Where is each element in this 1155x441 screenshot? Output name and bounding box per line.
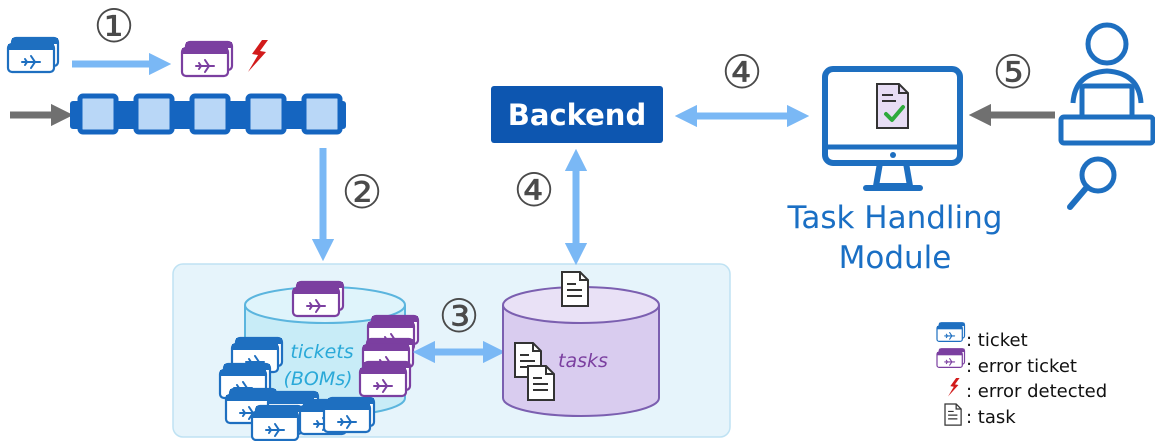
task-module-label-1: Task Handling — [787, 200, 1003, 236]
magnifier-icon — [1067, 156, 1117, 210]
legend-label-task: : task — [966, 407, 1016, 428]
legend-ticket-icon — [936, 322, 966, 343]
legend-task-icon — [944, 403, 962, 426]
legend-error-ticket-icon — [936, 348, 966, 369]
step-2-label: ② — [341, 165, 382, 219]
error-detected-icon — [248, 40, 268, 72]
backend-label: Backend — [508, 98, 646, 132]
step-4b-label: ④ — [513, 163, 554, 217]
monitor-icon — [822, 66, 963, 191]
step-5-label: ⑤ — [992, 45, 1033, 99]
tickets-db-label-1: tickets — [290, 341, 353, 363]
backend-box — [491, 86, 663, 143]
error-ticket — [180, 40, 234, 78]
tasks-db-label: tasks — [558, 350, 608, 372]
tickets-db-label-2: (BOMs) — [283, 368, 352, 390]
step-3-label: ③ — [438, 289, 479, 343]
legend-label-error-detected: : error detected — [966, 381, 1107, 402]
queue — [70, 93, 346, 135]
step-4a-label: ④ — [721, 45, 762, 99]
incoming-tickets — [6, 36, 60, 74]
legend: : ticket : error ticket : error detected… — [936, 322, 1107, 428]
step-1-label: ① — [93, 0, 134, 53]
legend-error-detected-icon — [948, 378, 960, 397]
legend-label-ticket: : ticket — [966, 330, 1028, 351]
legend-label-error-ticket: : error ticket — [966, 356, 1077, 377]
task-module-label-2: Module — [839, 240, 952, 276]
user-icon — [1058, 22, 1155, 146]
